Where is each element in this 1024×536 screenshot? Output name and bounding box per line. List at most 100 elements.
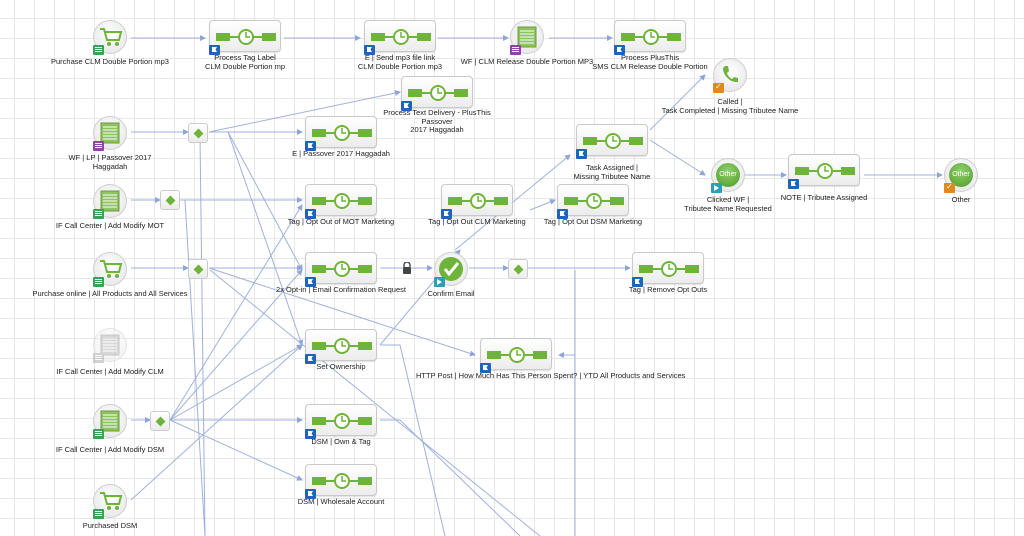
source-if-call-center-clm[interactable]	[93, 328, 127, 363]
form-icon	[100, 334, 120, 356]
other-goal-label: Other	[951, 195, 971, 204]
sequence-badge	[93, 277, 104, 287]
web-form-icon	[100, 122, 120, 144]
source-label: IF Call Center | Add Modify DSM	[55, 445, 165, 454]
phone-icon	[723, 66, 738, 83]
flag-icon	[401, 101, 412, 111]
form-badge	[93, 209, 104, 219]
flag-icon	[557, 209, 568, 219]
flag-icon	[305, 354, 316, 364]
flag-icon	[614, 45, 625, 55]
web-form-icon	[517, 26, 537, 48]
sequence-label: Tag | Opt Out CLM Marketing	[428, 217, 526, 226]
flag-icon	[209, 45, 220, 55]
source-label: IF Call Center | Add Modify CLM	[56, 367, 164, 376]
sequence-timer-icon	[583, 133, 643, 149]
cart-icon	[100, 260, 123, 278]
source-purchase-clm[interactable]	[93, 20, 127, 55]
sequence-label: Tag | Remove Opt Outs	[628, 285, 708, 294]
source-purchased-dsm[interactable]	[93, 484, 127, 519]
source-if-call-center-mot[interactable]	[93, 184, 127, 219]
split-node[interactable]	[188, 259, 208, 279]
split-node[interactable]	[150, 411, 170, 431]
sequence-label: DSM | Own & Tag	[311, 437, 371, 446]
sequence-label: 2x Opt-in | Email Confirmation Request	[276, 285, 406, 294]
sequence-label: NOTE | Tributee Assigned	[780, 193, 868, 202]
task-complete-badge	[713, 82, 724, 93]
sequence-badge	[93, 509, 104, 519]
sequence-timer-icon	[312, 338, 372, 354]
source-label: Purchase CLM Double Portion mp3	[51, 57, 169, 66]
sequence-timer-icon	[487, 347, 547, 363]
flag-icon	[576, 149, 587, 159]
form-badge	[93, 353, 104, 363]
sequence-tag-opt-out-clm[interactable]	[441, 184, 513, 219]
source-label: Purchased DSM	[82, 521, 138, 530]
flag-icon	[305, 489, 316, 499]
sequence-dsm-own-tag[interactable]	[305, 404, 377, 439]
sequence-process-text-delivery[interactable]	[401, 76, 473, 111]
sequence-timer-icon	[795, 163, 855, 179]
check-icon	[439, 257, 463, 281]
clicked-wf-label: Clicked WF |Tributee Name Requested	[684, 195, 772, 213]
sequence-send-mp3-link[interactable]	[364, 20, 436, 55]
confirm-email-goal[interactable]	[434, 252, 468, 287]
cart-icon	[100, 492, 123, 510]
sequence-tag-opt-out-dsm[interactable]	[557, 184, 629, 219]
sequence-dsm-wholesale[interactable]	[305, 464, 377, 499]
sequence-timer-icon	[312, 125, 372, 141]
sequence-label: Tag | Opt Out DSM Marketing	[543, 217, 643, 226]
click-badge	[711, 183, 722, 193]
split-node[interactable]	[188, 123, 208, 143]
sequence-timer-icon	[312, 193, 372, 209]
sequence-process-plusthis[interactable]	[614, 20, 686, 55]
source-purchase-online[interactable]	[93, 252, 127, 287]
sequence-set-ownership[interactable]	[305, 329, 377, 364]
flag-icon	[305, 209, 316, 219]
sequence-task-assigned[interactable]	[576, 124, 648, 159]
sequence-label: Set Ownership	[316, 362, 366, 371]
called-goal-label: Called |Task Completed | Missing Tribute…	[661, 97, 799, 115]
sequence-timer-icon	[371, 29, 431, 45]
sequence-e-passover-haggadah[interactable]	[305, 116, 377, 151]
sequence-timer-icon	[216, 29, 276, 45]
flag-icon	[480, 363, 491, 373]
wf-release-label: WF | CLM Release Double Portion MP3	[460, 57, 594, 66]
source-if-call-center-dsm[interactable]	[93, 404, 127, 439]
sequence-label: Task Assigned |Missing Tributee Name	[573, 163, 651, 181]
other-goal[interactable]: Other	[944, 158, 978, 193]
sequence-label: E | Passover 2017 Haggadah	[292, 149, 390, 158]
sequence-timer-icon	[448, 193, 508, 209]
flag-icon	[632, 277, 643, 287]
task-complete-badge	[944, 182, 955, 193]
sequence-label: DSM | Wholesale Account	[297, 497, 385, 506]
web-form-release[interactable]	[510, 20, 544, 55]
split-node[interactable]	[160, 190, 180, 210]
sequence-http-post[interactable]	[480, 338, 552, 373]
sequence-timer-icon	[312, 261, 372, 277]
flag-icon	[788, 179, 799, 189]
sequence-tag-opt-out-mot[interactable]	[305, 184, 377, 219]
sequence-process-tag-label[interactable]	[209, 20, 281, 55]
sequence-tag-remove-opt-outs[interactable]	[632, 252, 704, 287]
source-label: Purchase online | All Products and All S…	[32, 289, 188, 298]
clicked-wf-goal[interactable]: Other	[711, 158, 745, 193]
sequence-label: HTTP Post | How Much Has This Person Spe…	[416, 371, 686, 380]
called-goal[interactable]	[713, 58, 747, 93]
sequence-label: Tag | Opt Out of MOT Marketing	[287, 217, 395, 226]
source-label: IF Call Center | Add Modify MOT	[55, 221, 165, 230]
sequence-note-tributee[interactable]	[788, 154, 860, 189]
form-badge	[93, 429, 104, 439]
web-form-badge	[510, 45, 521, 55]
sequence-double-opt-in[interactable]	[305, 252, 377, 287]
split-node[interactable]	[508, 259, 528, 279]
sequence-badge	[93, 45, 104, 55]
source-wf-lp-passover[interactable]	[93, 116, 127, 151]
sequence-timer-icon	[639, 261, 699, 277]
form-icon	[100, 410, 120, 432]
sequence-timer-icon	[564, 193, 624, 209]
